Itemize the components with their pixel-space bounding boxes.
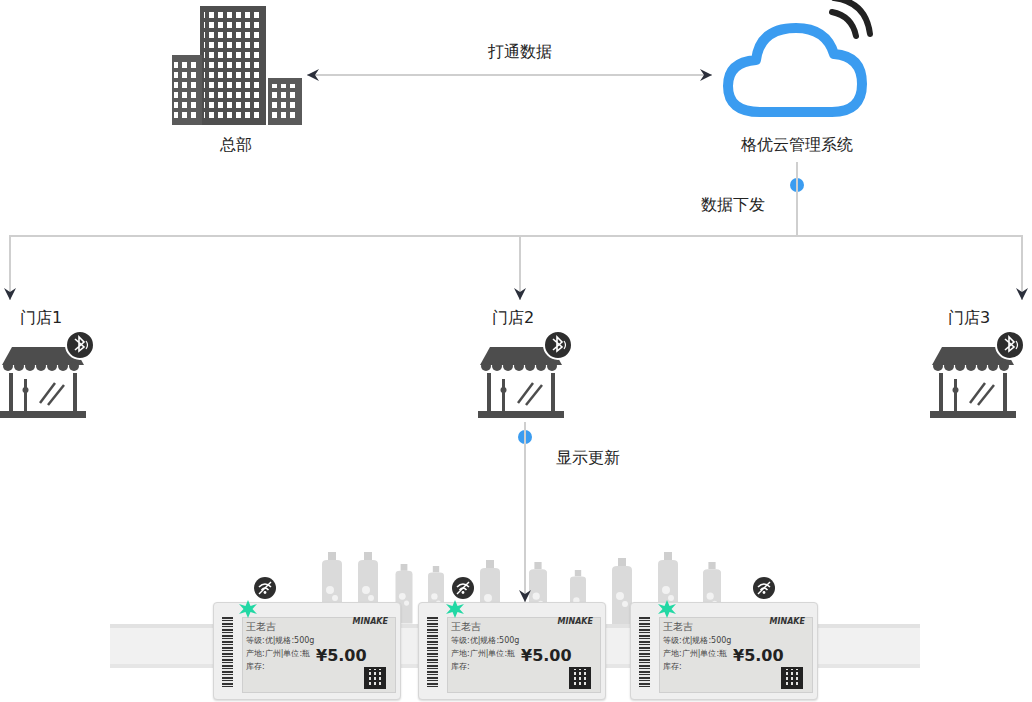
node-label: 格优云管理系统 <box>712 135 882 155</box>
tag-text: 等级:优|规格:500g <box>451 636 519 646</box>
price-text: ¥5.00 <box>521 647 572 665</box>
tag-text: 库存: <box>663 662 682 672</box>
connector <box>307 74 712 76</box>
barcode <box>222 617 233 687</box>
store-node: 门店3 <box>928 300 1020 422</box>
connector <box>520 162 797 300</box>
brand-text: MINAKE <box>558 617 594 627</box>
connector <box>524 422 526 602</box>
price-text: ¥5.00 <box>316 647 367 665</box>
store-label: 门店1 <box>0 300 90 328</box>
store-node: 门店2 <box>478 300 568 422</box>
qr-code <box>569 667 591 689</box>
store-label: 门店3 <box>928 300 1020 328</box>
node-label: 总部 <box>165 135 307 155</box>
edge-label: 数据下发 <box>698 195 768 215</box>
edge-label: 打通数据 <box>485 42 555 62</box>
price-tag: MINAKE 王老吉等级:优|规格:500g 产地:广州|单位:瓶库存: ¥5.00 <box>418 602 606 700</box>
barcode <box>639 617 650 687</box>
tag-text: 王老吉 <box>663 621 693 633</box>
brand-text: MINAKE <box>353 617 389 627</box>
connector <box>10 162 797 300</box>
tag-text: 王老吉 <box>451 621 481 633</box>
connector <box>797 162 1022 300</box>
store-node: 门店1 <box>0 300 90 422</box>
qr-code <box>364 667 386 689</box>
barcode <box>427 617 438 687</box>
price-tag: MINAKE 王老吉等级:优|规格:500g 产地:广州|单位:瓶库存: ¥5.00 <box>630 602 818 700</box>
tag-text: 库存: <box>451 662 470 672</box>
system-node: 格优云管理系统 <box>712 0 882 162</box>
tag-text: 库存: <box>246 662 265 672</box>
store-label: 门店2 <box>478 300 568 328</box>
price-tag: MINAKE 王老吉等级:优|规格:500g 产地:广州|单位:瓶库存: ¥5.00 <box>213 602 401 700</box>
qr-code <box>781 667 803 689</box>
tag-text: 产地:广州|单位:瓶 <box>451 649 515 659</box>
tag-text: 产地:广州|单位:瓶 <box>246 649 310 659</box>
brand-text: MINAKE <box>770 617 806 627</box>
price-text: ¥5.00 <box>733 647 784 665</box>
system-node: 总部 <box>165 0 307 160</box>
tag-text: 王老吉 <box>246 621 276 633</box>
tag-text: 产地:广州|单位:瓶 <box>663 649 727 659</box>
tag-text: 等级:优|规格:500g <box>663 636 731 646</box>
edge-label: 显示更新 <box>553 448 623 468</box>
tag-text: 等级:优|规格:500g <box>246 636 314 646</box>
